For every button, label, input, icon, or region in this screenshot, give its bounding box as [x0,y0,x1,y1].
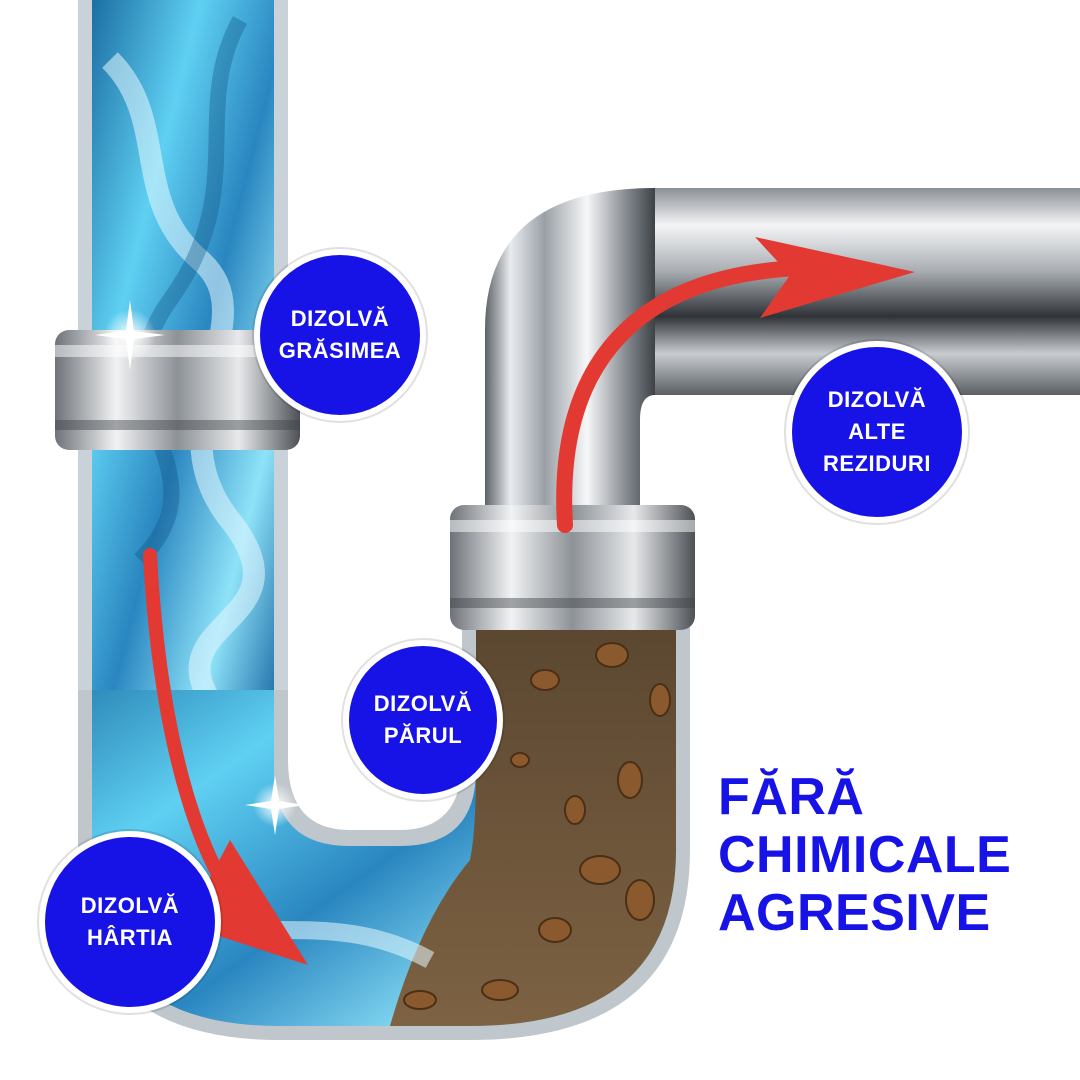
badge-line: HÂRTIA [86,925,174,950]
badge-dissolves-paper: DIZOLVĂ HÂRTIA [39,831,221,1013]
badge-line: DIZOLVĂ [373,691,473,716]
badge-dissolves-hair: DIZOLVĂ PĂRUL [343,640,503,800]
badge-dissolves-grease: DIZOLVĂ GRĂSIMEA [254,249,426,421]
sparkle-icon [95,300,305,835]
headline-line: FĂRĂ [718,768,865,826]
badge-dissolves-residues: DIZOLVĂ ALTE REZIDURI [786,341,968,523]
badge-line: PĂRUL [383,723,463,748]
headline-line: CHIMICALE [718,826,1012,884]
headline-no-harsh-chemicals: FĂRĂ CHIMICALE AGRESIVE [718,768,1011,942]
badge-line: DIZOLVĂ [827,387,927,412]
badge-line: DIZOLVĂ [80,893,180,918]
badge-line: REZIDURI [823,451,931,476]
badge-line: DIZOLVĂ [290,306,390,331]
flow-arrow-right-icon [556,237,915,533]
badge-line: GRĂSIMEA [278,338,402,363]
headline-line: AGRESIVE [718,884,991,942]
debris-particles [403,642,671,1010]
badge-line: ALTE [848,419,906,444]
